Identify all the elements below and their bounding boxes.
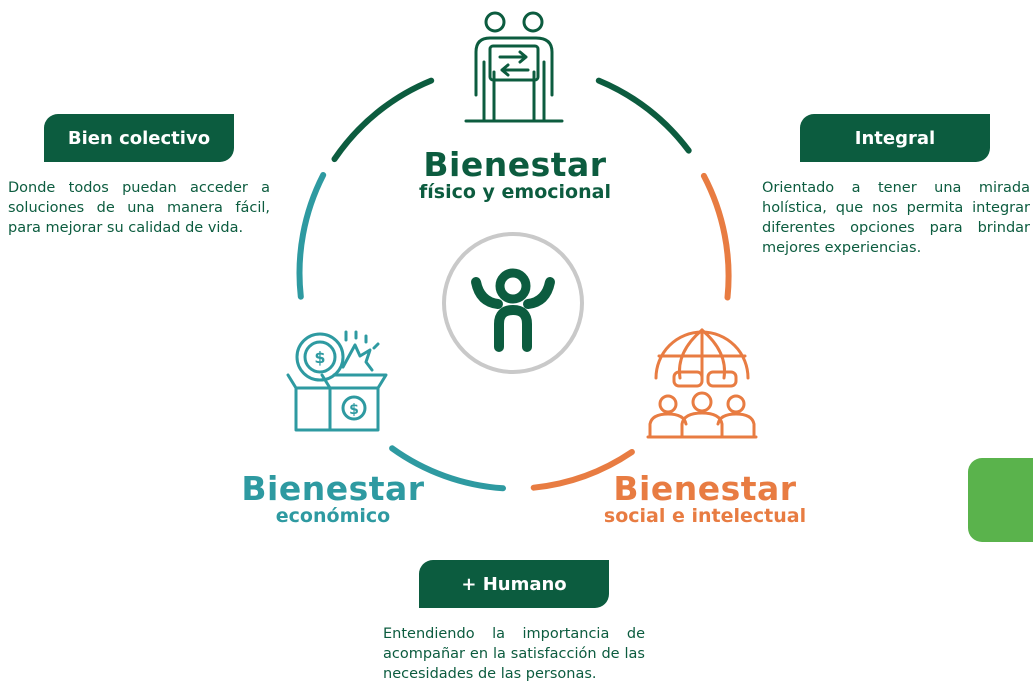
node-economico-subtitle: económico xyxy=(275,505,391,527)
center-ring xyxy=(442,232,584,374)
tag-bien-colectivo: Bien colectivo xyxy=(44,114,234,162)
arc-teal-bottom xyxy=(389,445,506,492)
node-social-title: Bienestar social e intelectual xyxy=(560,472,850,526)
node-social-subtitle: social e intelectual xyxy=(603,505,807,527)
dollar-sign-top: $ xyxy=(314,348,325,367)
side-tab[interactable] xyxy=(968,458,1033,542)
money-box-icon xyxy=(286,330,388,432)
node-fisico-heading: Bienestar xyxy=(423,145,607,184)
dollar-sign-box: $ xyxy=(349,402,359,418)
globe-people-icon xyxy=(646,328,758,439)
arc-orange-bottom xyxy=(530,449,635,491)
tag-integral: Integral xyxy=(800,114,990,162)
desc-mas-humano: Entendiendo la importancia de acompañar … xyxy=(383,626,645,682)
node-economico-heading: Bienestar xyxy=(241,469,425,508)
node-fisico-title: Bienestar físico y emocional xyxy=(395,148,635,202)
arc-dark-green-left xyxy=(331,77,435,163)
desc-integral: Orientado a tener una mirada holística, … xyxy=(762,180,1030,256)
node-economico-title: Bienestar económico xyxy=(228,472,438,526)
desc-bien-colectivo: Donde todos puedan acceder a soluciones … xyxy=(8,180,270,236)
arc-orange-right xyxy=(700,172,732,301)
node-fisico-subtitle: físico y emocional xyxy=(419,181,611,203)
node-social-heading: Bienestar xyxy=(613,469,797,508)
people-exchange-icon xyxy=(464,11,564,123)
tag-mas-humano: + Humano xyxy=(419,560,609,608)
person-logo-icon xyxy=(471,268,555,352)
arc-teal-left xyxy=(296,172,327,300)
arc-dark-green-right xyxy=(595,77,692,154)
